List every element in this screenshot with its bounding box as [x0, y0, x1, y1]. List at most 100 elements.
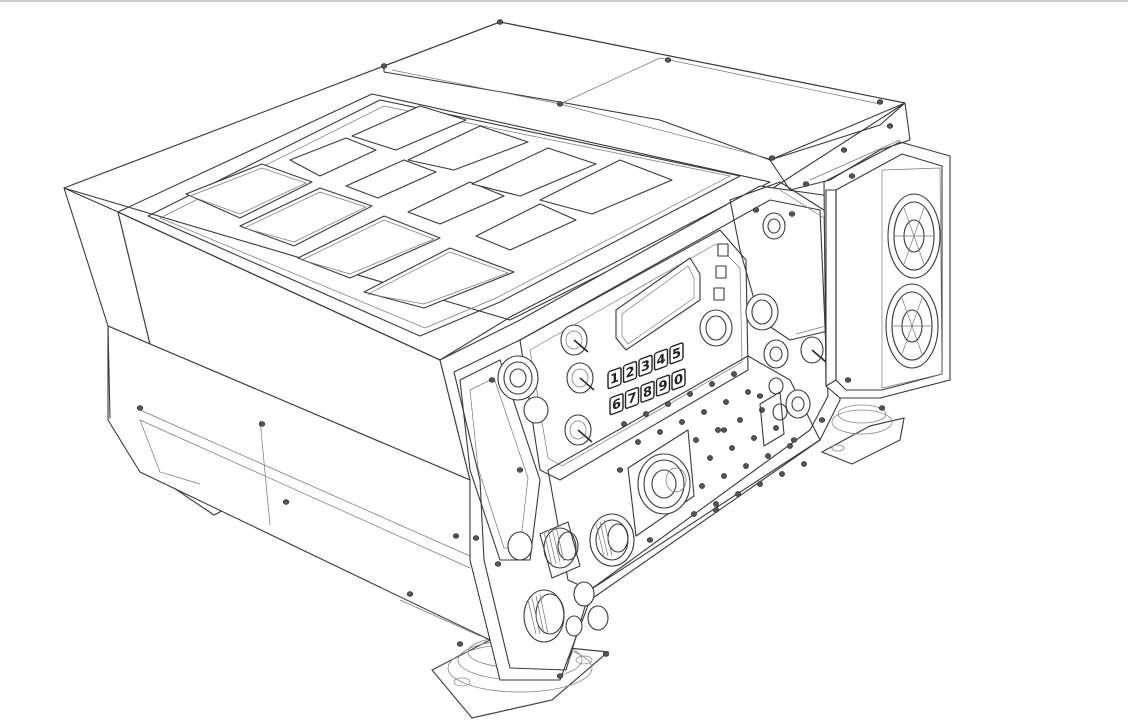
indicator-dot	[701, 409, 707, 415]
indicator-dot	[737, 417, 743, 423]
mounting-foot-back-right	[820, 404, 905, 465]
main-power-connector[interactable]	[627, 429, 695, 537]
rotary-knob-small[interactable]	[763, 339, 789, 369]
indicator-dot	[687, 391, 693, 397]
toggle-switch-1[interactable]	[560, 324, 589, 356]
screw-head	[488, 377, 496, 383]
screw-head	[258, 421, 266, 427]
rotary-knob-left[interactable]	[497, 355, 539, 401]
fan-lower	[885, 283, 939, 369]
screw-head	[788, 211, 796, 217]
indicator-dot	[721, 473, 727, 479]
indicator-dot	[751, 435, 757, 441]
indicator-dot	[743, 463, 749, 469]
indicator-dot	[723, 399, 729, 405]
screw-head	[452, 533, 460, 539]
screw-heads	[136, 19, 894, 679]
indicator-dot	[773, 425, 779, 431]
screw-head	[840, 147, 848, 153]
indicator-dot	[713, 501, 719, 507]
screw-head	[516, 467, 524, 473]
keypad-key-7[interactable]: 7	[624, 386, 640, 409]
keypad-key-5[interactable]: 5	[669, 342, 684, 365]
knob-side-lower[interactable]	[523, 396, 549, 424]
indicator-dot	[779, 471, 785, 477]
function-button-3[interactable]	[713, 287, 725, 301]
rotary-knob-top[interactable]	[762, 212, 786, 240]
function-button-2[interactable]	[715, 265, 727, 279]
keypad-key-label: 5	[672, 346, 681, 364]
toggle-switch-3[interactable]	[564, 414, 593, 446]
cooling-pad-group	[185, 105, 673, 309]
keypad-key-label: 0	[674, 372, 683, 390]
rotary-knob-center[interactable]	[699, 309, 733, 347]
antenna-connector-3[interactable]	[523, 589, 565, 643]
keypad-key-9[interactable]: 9	[655, 374, 671, 397]
screw-head	[756, 393, 764, 399]
keypad-key-3[interactable]: 3	[638, 354, 653, 377]
antenna-connector-1[interactable]	[539, 521, 581, 579]
rotary-knob-lower[interactable]	[785, 389, 811, 419]
screw-head	[712, 507, 720, 513]
side-connector-group[interactable]	[759, 377, 788, 447]
keypad-key-8[interactable]: 8	[640, 380, 655, 403]
indicator-dot	[729, 445, 735, 451]
screw-head	[752, 207, 760, 213]
indicator-dot	[731, 371, 737, 377]
keypad-key-4[interactable]: 4	[653, 348, 669, 371]
indicator-dot	[679, 419, 685, 425]
screw-head	[136, 405, 144, 411]
indicator-dot	[693, 437, 699, 443]
screw-head	[496, 19, 504, 25]
indicator-dot	[735, 491, 741, 497]
screw-head	[472, 535, 480, 541]
indicator-dot	[715, 427, 721, 433]
screw-head	[556, 673, 564, 679]
lcd-display	[615, 257, 701, 351]
fan-upper	[887, 193, 941, 279]
rotary-knob-right[interactable]	[745, 293, 779, 331]
keypad-key-6[interactable]: 6	[609, 393, 624, 416]
screw-head	[664, 57, 672, 63]
screw-head	[494, 561, 502, 567]
screw-head	[602, 651, 610, 657]
screw-head	[790, 437, 798, 443]
keypad-key-label: 7	[627, 390, 636, 408]
screw-head	[878, 405, 886, 411]
keypad-key-1[interactable]: 1	[607, 367, 622, 390]
small-connector-cluster[interactable]	[507, 531, 609, 637]
indicator-dot	[765, 453, 771, 459]
indicator-dot	[665, 401, 671, 407]
indicator-dot	[691, 511, 697, 517]
toggle-switch-4[interactable]	[800, 336, 827, 364]
screw-head	[848, 173, 856, 179]
function-button-1[interactable]	[717, 243, 729, 257]
indicator-dot	[707, 455, 713, 461]
screw-head	[802, 181, 810, 187]
screw-head	[456, 641, 464, 647]
screw-head	[886, 123, 894, 129]
screw-head	[616, 467, 624, 473]
screw-head	[406, 591, 414, 597]
screw-head	[646, 537, 654, 543]
screw-head	[844, 377, 852, 383]
indicator-dot	[787, 443, 793, 449]
keypad-key-0[interactable]: 0	[671, 368, 686, 391]
indicator-dot	[709, 381, 715, 387]
keypad-key-label: 8	[643, 384, 652, 402]
screw-head	[768, 155, 776, 161]
toggle-switch-2[interactable]	[566, 362, 595, 394]
indicator-dot	[643, 411, 649, 417]
indicator-dot	[657, 429, 663, 435]
keypad-key-2[interactable]: 2	[622, 360, 638, 383]
screw-head	[720, 427, 728, 433]
fan-module	[823, 141, 951, 399]
keypad-key-label: 9	[658, 378, 667, 396]
keypad-key-label: 4	[656, 352, 665, 370]
indicator-dot	[745, 389, 751, 395]
antenna-connector-2[interactable]	[589, 513, 635, 567]
keypad-key-label: 2	[625, 364, 634, 382]
